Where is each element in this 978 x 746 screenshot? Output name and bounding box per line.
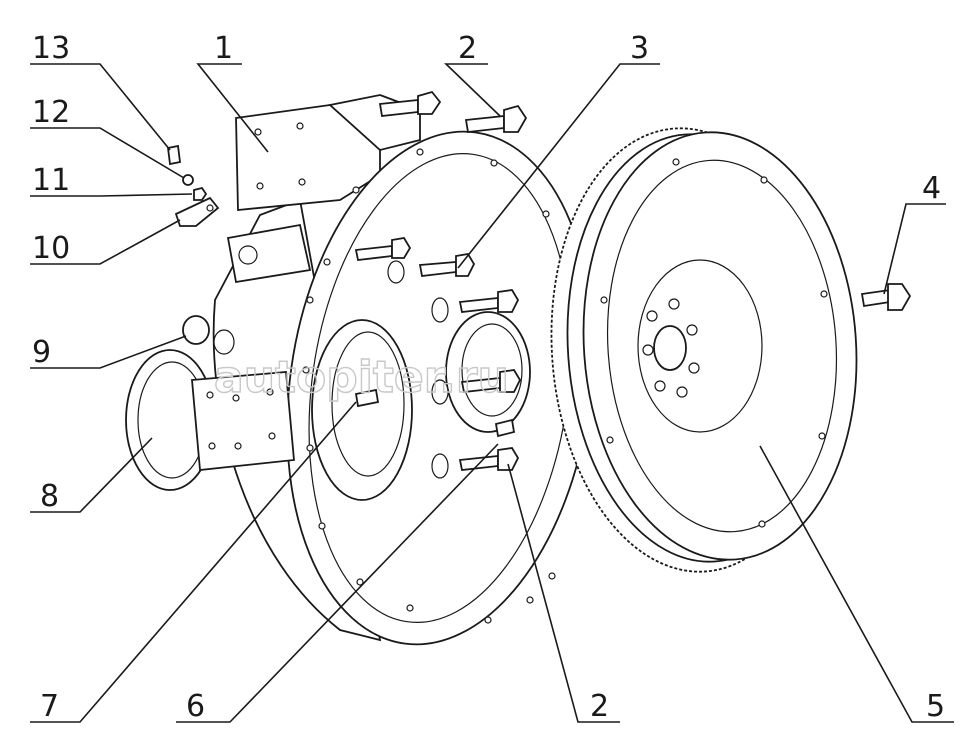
flywheel — [550, 127, 858, 573]
drain-plug — [182, 315, 235, 355]
callout-5: 5 — [926, 689, 945, 724]
flywheel-bolt — [860, 283, 912, 311]
dowel-pins — [354, 388, 516, 438]
callout-6: 6 — [186, 689, 205, 724]
callout-13: 13 — [32, 31, 70, 66]
small-fasteners — [167, 144, 220, 227]
callout-7: 7 — [40, 689, 59, 724]
callout-labels: 13 12 11 10 9 8 7 6 1 2 3 4 2 5 — [32, 31, 945, 724]
callout-3: 3 — [630, 31, 649, 66]
leader-lines — [30, 63, 954, 723]
callout-10: 10 — [32, 231, 70, 266]
callout-12: 12 — [32, 95, 70, 130]
callout-9: 9 — [32, 335, 51, 370]
callout-2-bottom: 2 — [590, 689, 609, 724]
callout-1: 1 — [214, 31, 233, 66]
callout-4: 4 — [922, 171, 941, 206]
housing-bolts — [354, 90, 528, 471]
callout-11: 11 — [32, 163, 70, 198]
inspection-cover — [125, 349, 295, 491]
callout-2-top: 2 — [458, 31, 477, 66]
watermark: autopiter.ru — [214, 352, 509, 403]
callout-8: 8 — [40, 479, 59, 514]
